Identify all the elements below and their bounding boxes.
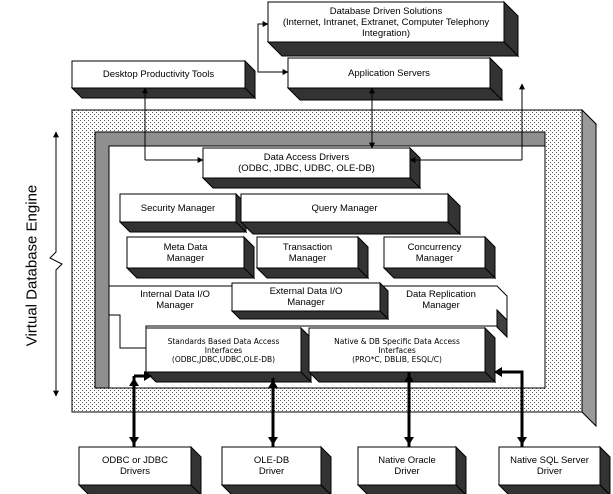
- application-servers-box: Application Servers: [348, 67, 430, 79]
- odbc-jdbc-drivers-shape: [77, 445, 202, 494]
- transaction-manager-box: Transaction Manager: [282, 241, 333, 264]
- native-interfaces-shape: [307, 326, 497, 384]
- transaction-manager-shape: [255, 235, 370, 280]
- native-sqlserver-driver-shape: [497, 445, 611, 494]
- desktop-tools-shape: [70, 59, 257, 100]
- driver-connectors: [132, 370, 524, 447]
- native-oracle-driver-box: Native Oracle Driver: [378, 455, 436, 477]
- meta-data-manager-box: Meta Data Manager: [163, 241, 208, 264]
- data-access-drivers-box: Data Access Drivers (ODBC, JDBC, UDBC, O…: [238, 152, 375, 174]
- oledb-driver-box: OLE-DB Driver: [253, 455, 290, 477]
- desktop-productivity-tools-box: Desktop Productivity Tools: [102, 69, 215, 80]
- data-replication-manager-box: Data Replication Manager: [406, 289, 476, 311]
- database-driven-shape: [266, 0, 520, 58]
- query-manager-box: Query Manager: [311, 202, 378, 214]
- external-io-manager-shape: [230, 281, 390, 321]
- data-access-drivers-shape: [201, 146, 422, 190]
- native-oracle-driver-shape: [356, 445, 467, 494]
- oledb-driver-shape: [220, 445, 332, 494]
- internal-data-io-manager-box: Internal Data I/O Manager: [140, 289, 210, 311]
- external-data-io-manager-box: External Data I/O Manager: [269, 286, 343, 308]
- security-manager-box: Security Manager: [140, 202, 216, 214]
- concurrency-manager-shape: [382, 235, 497, 280]
- concurrency-manager-box: Concurrency Manager: [407, 241, 462, 264]
- odbc-jdbc-drivers-box: ODBC or JDBC Drivers: [102, 455, 168, 477]
- database-driven-solutions-box: Database Driven Solutions (Internet, Int…: [282, 5, 490, 39]
- standards-based-interfaces-box: Standards Based Data Access Interfaces (…: [167, 336, 280, 364]
- native-db-specific-interfaces-box: Native & DB Specific Data Access Interfa…: [334, 336, 460, 364]
- security-manager-shape: [118, 192, 248, 234]
- app-servers-shape: [286, 56, 504, 102]
- meta-data-manager-shape: [125, 235, 256, 280]
- virtual-database-engine-label: Virtual Database Engine: [23, 184, 41, 346]
- native-sql-server-driver-box: Native SQL Server Driver: [510, 455, 589, 477]
- connectors: [142, 21, 525, 163]
- query-manager-shape: [239, 192, 462, 236]
